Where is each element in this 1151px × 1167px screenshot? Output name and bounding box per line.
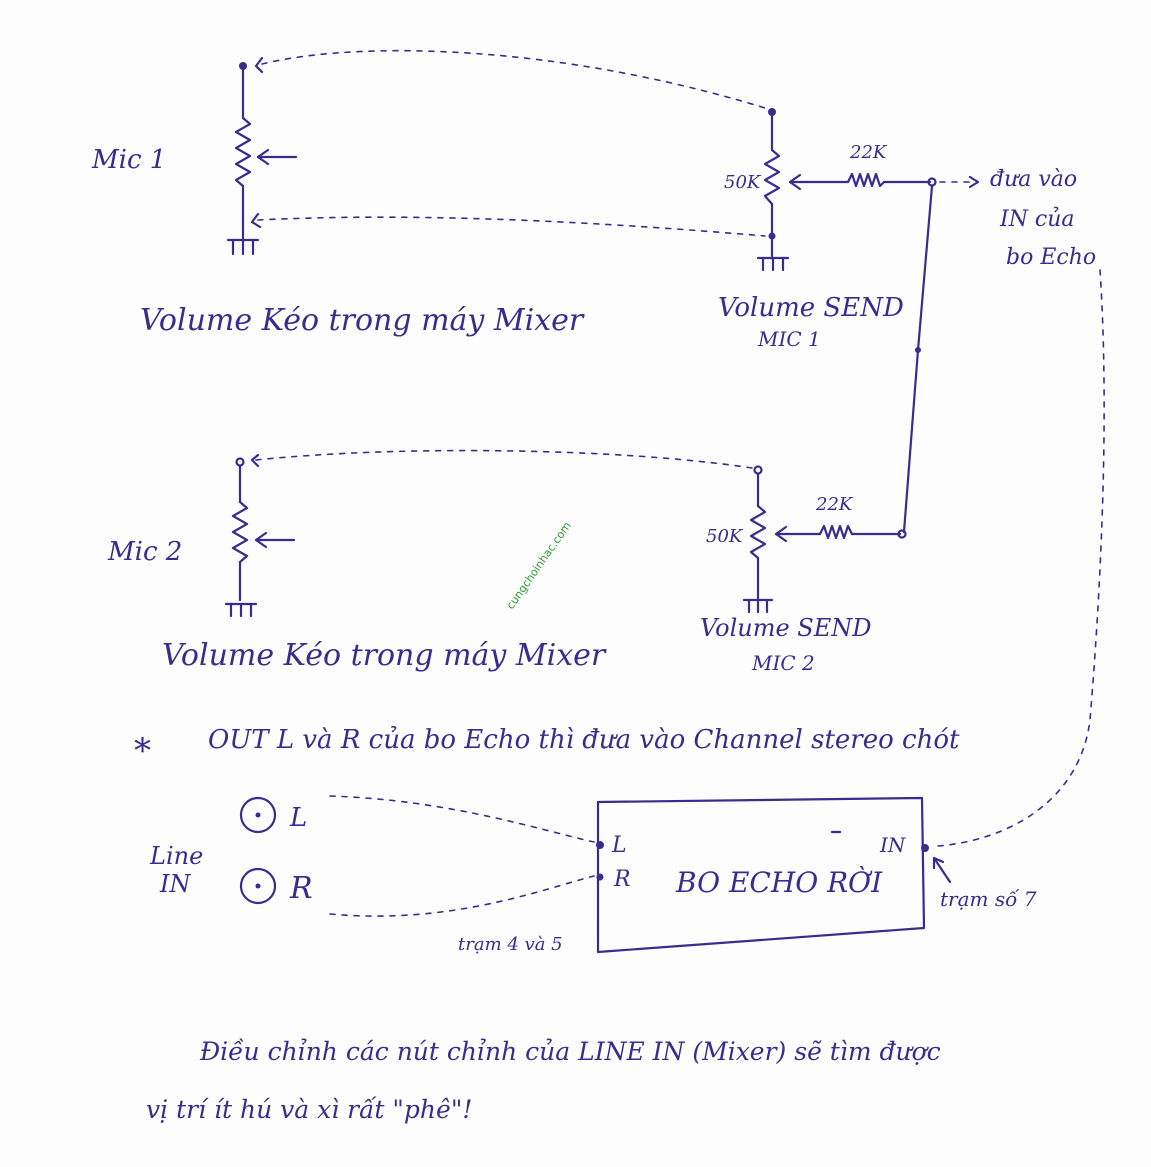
mic2-resistor-value: 22K: [815, 494, 854, 515]
echo-r-label: R: [613, 867, 631, 892]
mic1-resistor-value: 22K: [849, 142, 888, 163]
tram-in-arrow: [932, 856, 952, 884]
mic1-dashed-bottom-link: [257, 216, 766, 237]
mic1-dashed-top-link: [261, 49, 766, 109]
echo-note-line3: bo Echo: [1006, 245, 1096, 270]
mic1-left-caption: Volume Kéo trong máy Mixer: [140, 303, 585, 338]
dashed-to-echo-in: [937, 269, 1105, 847]
asterisk-mark: *: [134, 731, 151, 771]
dashed-r-to-echo: [329, 875, 595, 917]
echo-note-line2: IN của: [999, 206, 1075, 232]
send-bus-wire: [902, 184, 934, 534]
mic1-pot-value: 50K: [724, 172, 762, 193]
mic2-dashed-link: [255, 449, 753, 469]
mic2-send-pot: [742, 465, 774, 614]
dashed-l-to-echo: [329, 795, 595, 843]
mic1-send-sub: MIC 1: [757, 327, 821, 351]
footer-line-2: vị trí ít hú và xì rất "phê"!: [146, 1095, 472, 1124]
line-in-jack-l: [239, 796, 277, 834]
mic2-mixer-volume-pot: [224, 453, 296, 618]
echo-l-label: L: [611, 833, 627, 858]
mic1-label: Mic 1: [91, 145, 166, 175]
line-in-r-label: R: [289, 871, 313, 906]
line-in-label-2: IN: [159, 870, 191, 898]
mic1-mixer-volume-pot: [234, 56, 298, 240]
line-in-label-1: Line: [149, 842, 203, 870]
echo-box: [596, 796, 926, 954]
echo-box-title: BO ECHO RỜI: [675, 865, 883, 899]
tram-lr-note: trạm 4 và 5: [458, 934, 563, 955]
tram-in-note: trạm số 7: [940, 887, 1037, 911]
mic2-left-caption: Volume Kéo trong máy Mixer: [162, 638, 607, 673]
echo-in-label: IN: [879, 833, 907, 857]
mic1-send-pot: [756, 108, 790, 272]
mic1-send-wiper-resistor: [788, 172, 937, 191]
mic2-pot-value: 50K: [706, 526, 744, 547]
mic1-ground-left: [226, 238, 260, 256]
mic2-send-wiper-resistor: [774, 524, 907, 543]
mic2-send-sub: MIC 2: [751, 651, 815, 675]
line-in-l-label: L: [289, 803, 307, 833]
echo-note-line1: đưa vào: [990, 167, 1077, 192]
footer-line-1: Điều chỉnh các nút chỉnh của LINE IN (Mi…: [199, 1037, 941, 1066]
line-in-jack-r: [239, 867, 277, 905]
mic1-send-caption: Volume SEND: [718, 293, 904, 323]
mic2-label: Mic 2: [107, 537, 182, 567]
watermark: cungchoinhac.com: [504, 519, 574, 611]
out-note: OUT L và R của bo Echo thì đưa vào Chann…: [208, 725, 960, 755]
mic2-send-caption: Volume SEND: [700, 614, 872, 642]
